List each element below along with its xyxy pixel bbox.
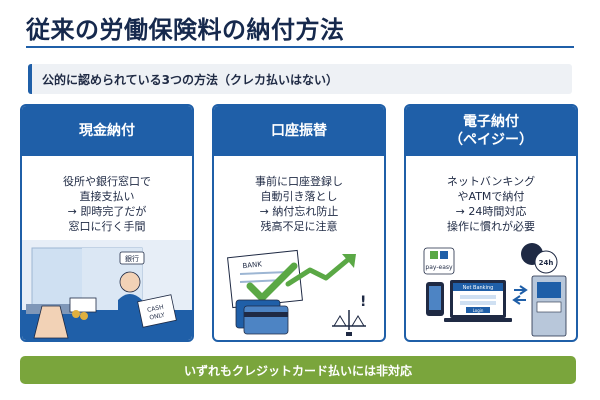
net-banking-text: Net Banking [463,285,494,291]
card-cash-description: 役所や銀行窓口で 直接支払い → 即時完了だが 窓口に行く手間 [22,156,192,234]
card-transfer-description: 事前に口座登録し 自動引き落とし → 納付忘れ防止 残高不足に注意 [214,156,384,234]
card-cash-heading: 現金納付 [79,123,135,139]
pay-easy-logo-text: pay-easy [425,264,453,271]
card-cash-line-1: 役所や銀行窓口で [63,175,151,188]
card-electronic-payment: 電子納付 （ペイジー） ネットバンキング やATMで納付 → 24時間対応 操作… [404,104,578,342]
card-epay-line-2: やATMで納付 [457,190,525,203]
login-text: Login [473,308,484,313]
card-cash-line-4: 窓口に行く手間 [68,220,146,233]
card-cash-line-3: → 即時完了だが [67,205,147,218]
subtitle-text: 公的に認められている3つの方法（クレカ払いはない） [42,73,338,87]
card-epay-header: 電子納付 （ペイジー） [406,106,576,156]
card-transfer-heading: 口座振替 [271,123,327,139]
card-epay-subheading: （ペイジー） [449,132,533,148]
page-title: 従来の労働保険料の納付方法 [26,16,345,44]
bank-transfer-illustration: BANK ! [227,249,366,336]
clock-24h-text: 24h [539,259,554,267]
card-epay-heading: 電子納付 [463,114,519,130]
bank-counter-illustration: 銀行 CASH ONLY [22,240,192,340]
electronic-payment-illustration: pay-easy 24h Net Banking Login [423,243,567,337]
card-epay-description: ネットバンキング やATMで納付 → 24時間対応 操作に慣れが必要 [406,156,576,234]
bank-doc-text: BANK [242,260,263,270]
card-transfer-line-3: → 納付忘れ防止 [259,205,339,218]
subtitle-accent-bar [28,64,32,94]
card-bank-transfer: 口座振替 事前に口座登録し 自動引き落とし → 納付忘れ防止 残高不足に注意 B… [212,104,386,342]
card-epay-line-3: → 24時間対応 [455,205,527,218]
card-transfer-line-4: 残高不足に注意 [260,220,338,233]
card-cash-payment: 現金納付 役所や銀行窓口で 直接支払い → 即時完了だが 窓口に行く手間 銀行 … [20,104,194,342]
card-epay-line-4: 操作に慣れが必要 [447,220,535,233]
card-cash-line-2: 直接支払い [79,190,135,203]
card-transfer-line-1: 事前に口座登録し [255,175,343,188]
notice-banner: いずれもクレジットカード払いには非対応 [20,356,576,384]
card-epay-line-1: ネットバンキング [446,175,536,188]
title-divider [26,46,574,48]
envelope-text-1: CASH [147,304,165,314]
card-cash-header: 現金納付 [22,106,192,156]
envelope-text-2: ONLY [149,311,166,321]
subtitle-box: 公的に認められている3つの方法（クレカ払いはない） [28,64,572,94]
card-transfer-line-2: 自動引き落とし [260,190,338,203]
bank-sign-text: 銀行 [125,254,139,263]
svg-text:!: ! [360,294,366,310]
card-transfer-header: 口座振替 [214,106,384,156]
